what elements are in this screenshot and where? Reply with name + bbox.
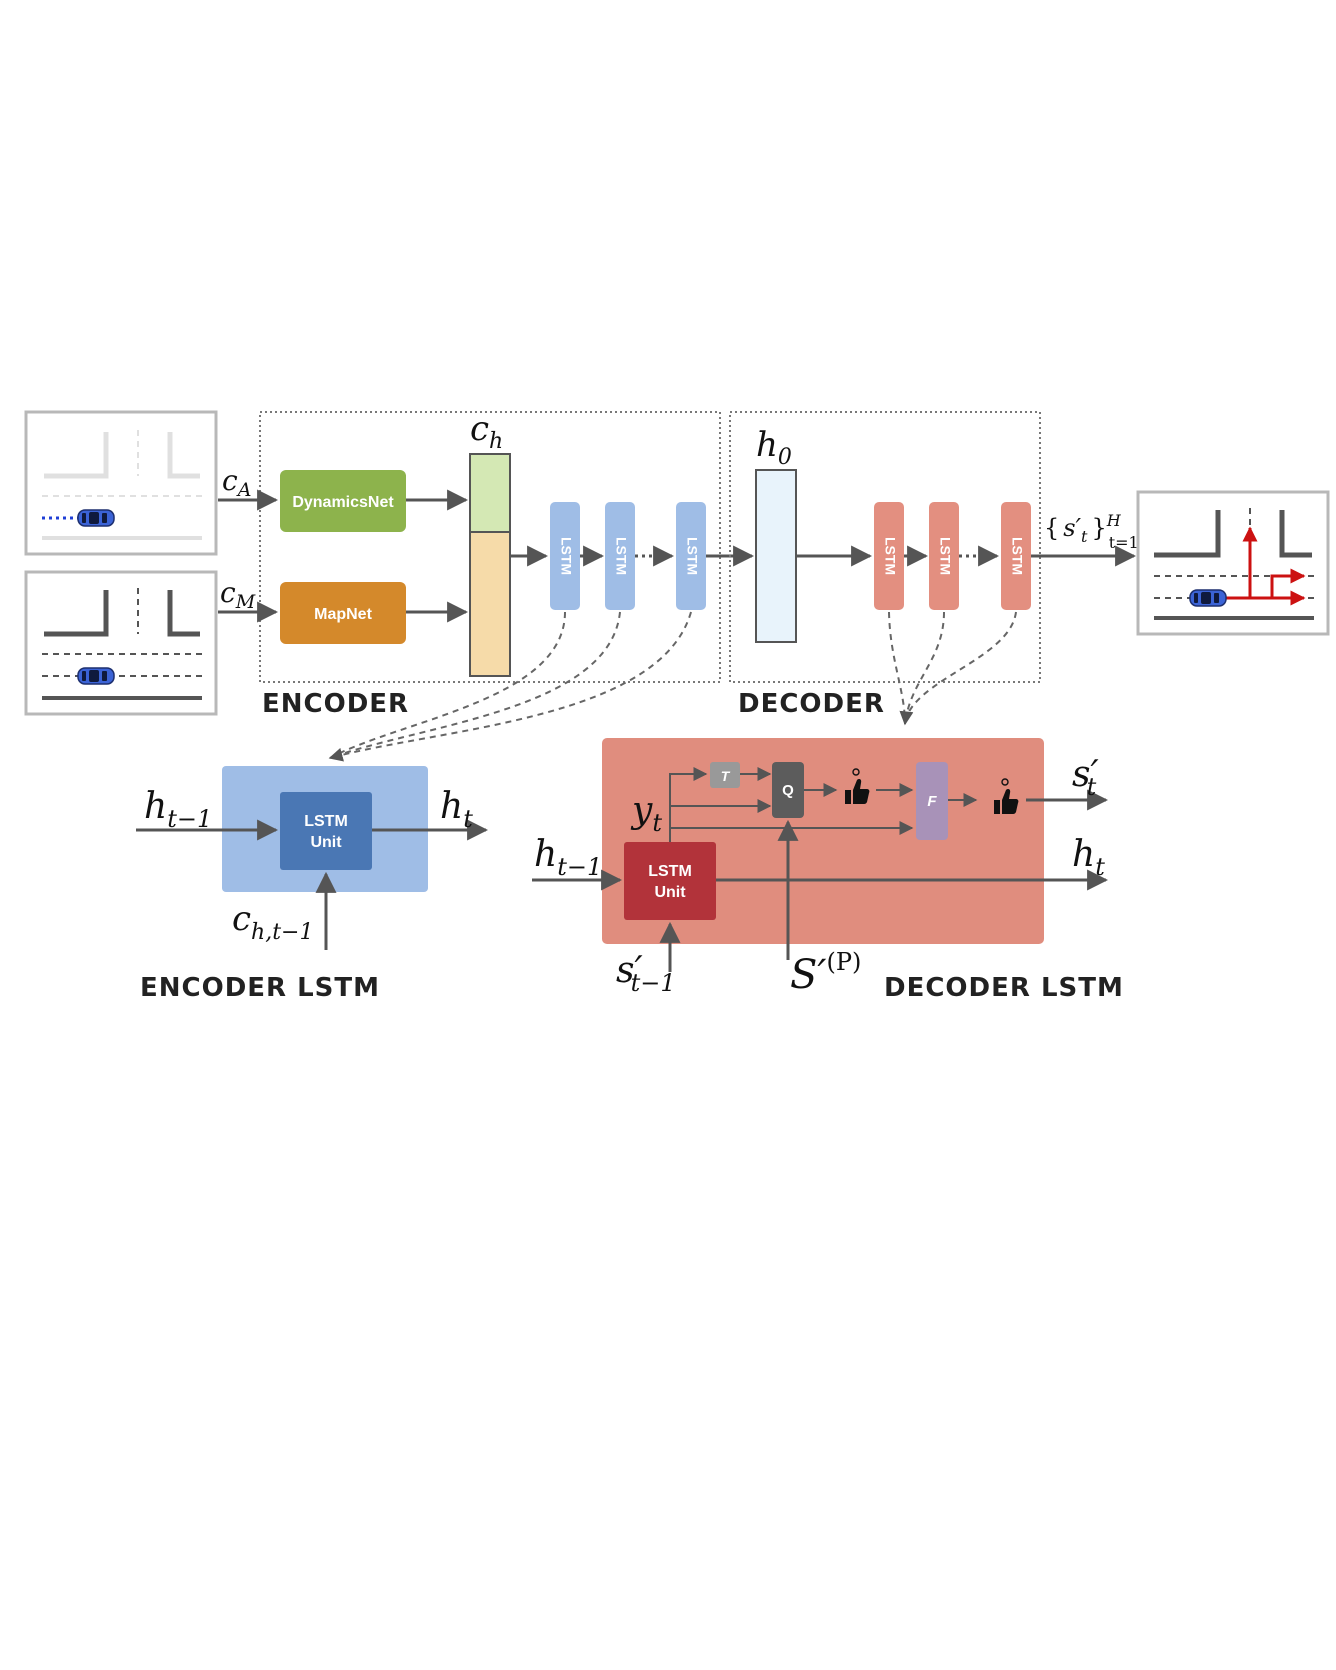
h0-vector [755,469,797,643]
yt-label: yt [630,790,662,837]
h0-label: h0 [756,425,792,470]
car-icon [77,509,115,527]
predicted-trajectory-right [1270,568,1306,598]
svg-text:F: F [927,793,937,810]
encoder-lstm-cell: LSTM [550,502,580,610]
encoder-lstm-label: ENCODER LSTM [140,973,380,1003]
svg-text:T: T [721,768,731,784]
f-block [916,762,948,840]
decoder-zoom-connectors [888,611,1017,726]
mapnet-label: MapNet [314,606,372,623]
context-vector-ch [469,453,511,677]
dec-S-label: S′(P) [790,948,861,998]
enc-h-prev-label: ht−1 [144,786,212,833]
dec-h-prev-label: ht−1 [534,834,602,881]
dynamicsnet-block [280,470,406,532]
decoder-lstm-cell: LSTM [874,502,904,610]
svg-text:LSTM: LSTM [648,863,692,880]
q-block [772,762,804,818]
encoder-label: ENCODER [262,689,409,719]
input-scene-map [24,570,218,716]
enc-h-t-label: ht [440,786,473,833]
input-scene-dynamics [24,410,218,556]
encoder-zoom-connectors [328,611,692,762]
car-icon [1189,589,1227,607]
output-scene [1136,490,1330,636]
svg-text:LSTM: LSTM [937,537,953,575]
decoder-lstm-unit [624,842,716,920]
encoder-frame [259,411,721,683]
c-h-label: ch [470,409,503,454]
encoder-lstm-cell: LSTM [605,502,635,610]
c-m-label: cM [220,576,256,613]
decoder-label: DECODER [738,689,885,719]
car-icon [77,667,115,685]
c-a-label: cA [222,464,251,501]
mapnet-block [280,582,406,644]
dec-h-t-label: ht [1072,834,1105,881]
svg-text:LSTM: LSTM [684,537,700,575]
decoder-frame [729,411,1041,683]
svg-text:LSTM: LSTM [613,537,629,575]
decoder-lstm-cell: LSTM [929,502,959,610]
svg-text:Unit: Unit [654,884,686,901]
enc-c-label: ch,t−1 [232,899,313,945]
svg-text:LSTM: LSTM [882,537,898,575]
svg-text:LSTM: LSTM [1009,537,1025,575]
encoder-lstm-unit [280,792,372,870]
dec-s-prev-label: s′t−1 [616,950,676,997]
decoder-lstm-cell: LSTM [1001,502,1031,610]
svg-text:LSTM: LSTM [304,813,348,830]
t-block [710,762,740,788]
svg-text:LSTM: LSTM [558,537,574,575]
svg-text:Unit: Unit [310,834,342,851]
dec-s-t-label: s′t [1072,754,1099,801]
decoder-lstm-label: DECODER LSTM [884,973,1124,1003]
svg-text:Q: Q [782,782,794,799]
encoder-lstm-cell: LSTM [676,502,706,610]
dynamicsnet-label: DynamicsNet [292,494,394,511]
